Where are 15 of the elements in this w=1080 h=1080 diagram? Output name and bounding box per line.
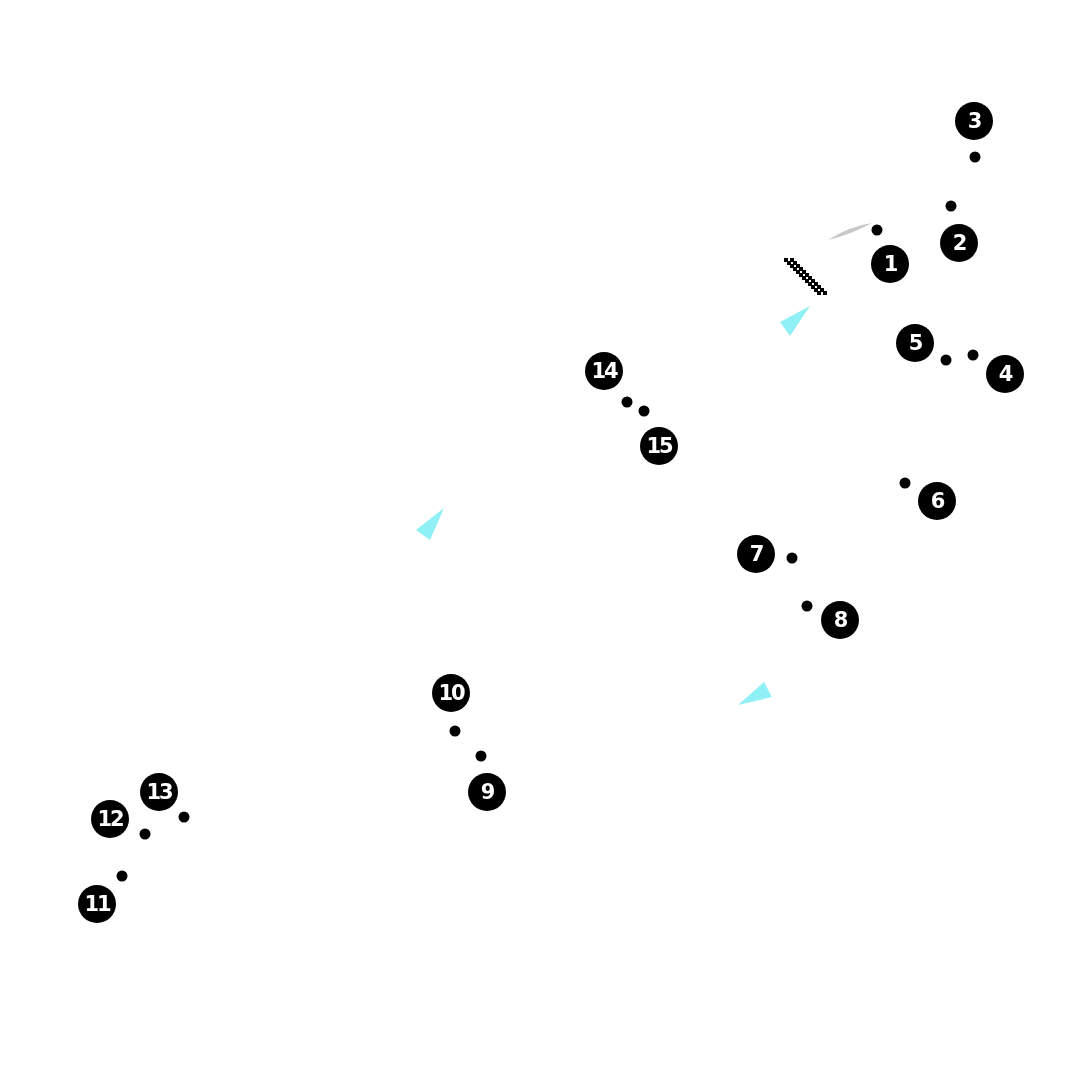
corner-number: 5 bbox=[896, 324, 934, 362]
corner-number: 10 bbox=[432, 674, 470, 712]
corner-number: 9 bbox=[468, 773, 506, 811]
corner-number: 7 bbox=[737, 535, 775, 573]
corner-number: 8 bbox=[821, 601, 859, 639]
corner-number: 14 bbox=[585, 352, 623, 390]
corner-number: 1 bbox=[871, 245, 909, 283]
corner-number: 15 bbox=[640, 427, 678, 465]
corner-number: 12 bbox=[91, 800, 129, 838]
corner-number: 4 bbox=[986, 355, 1024, 393]
corner-number: 2 bbox=[940, 224, 978, 262]
corner-number: 13 bbox=[140, 773, 178, 811]
corner-number: 3 bbox=[955, 102, 993, 140]
corner-number: 6 bbox=[918, 482, 956, 520]
corner-number: 11 bbox=[78, 885, 116, 923]
